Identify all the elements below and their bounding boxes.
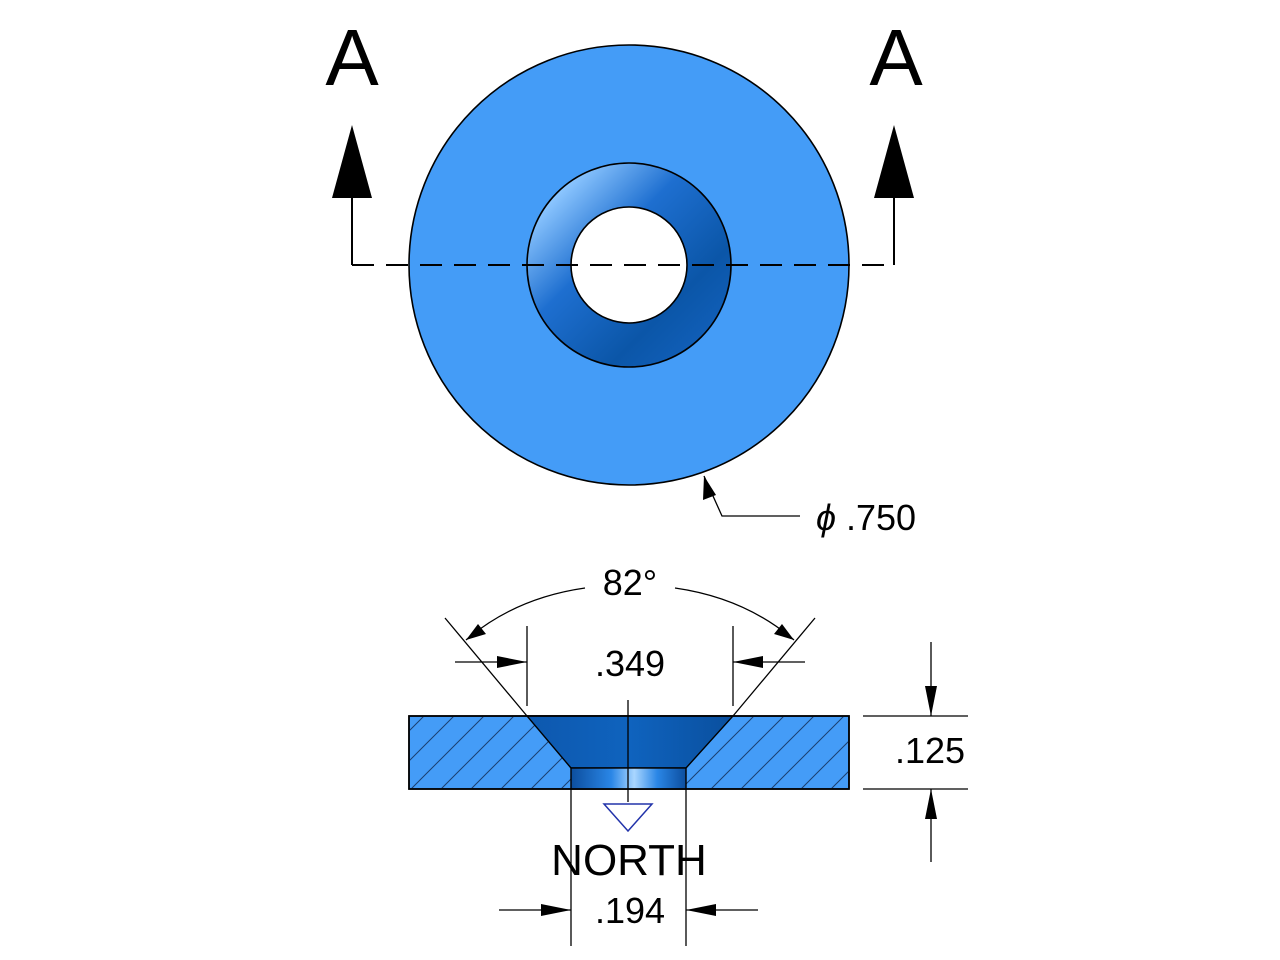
thickness-value: .125 <box>895 730 965 771</box>
thick-arrow-bottom <box>925 789 937 819</box>
thick-arrow-top <box>925 686 937 716</box>
angle-extension-left <box>444 617 528 717</box>
csink-arrow-right <box>733 656 763 668</box>
diameter-symbol: ϕ <box>816 497 836 538</box>
hole-arrow-right <box>686 904 716 916</box>
section-label-left: A <box>325 13 379 102</box>
section-label-right: A <box>869 13 923 102</box>
csink-arrow-left <box>497 656 527 668</box>
diameter-leader <box>703 475 800 517</box>
section-view: NORTH 82° .349 .125 .194 <box>408 562 968 946</box>
pole-label: NORTH <box>551 836 707 885</box>
countersink-diameter: .349 <box>595 643 665 684</box>
top-view: A A ϕ .750 <box>325 13 923 538</box>
angle-arrow-right <box>774 624 794 640</box>
hole-arrow-left <box>541 904 571 916</box>
arrow-up-icon <box>874 125 914 198</box>
angle-arrow-left <box>466 624 486 640</box>
arrow-up-icon <box>332 125 372 198</box>
section-outline <box>408 715 850 790</box>
diameter-leader-arrow <box>703 476 716 500</box>
countersink-angle: 82° <box>603 562 657 603</box>
angle-extension-right <box>732 617 816 717</box>
outer-diameter-value: .750 <box>846 497 916 538</box>
through-hole-diameter: .194 <box>595 890 665 931</box>
triangle-down-icon <box>602 803 654 833</box>
